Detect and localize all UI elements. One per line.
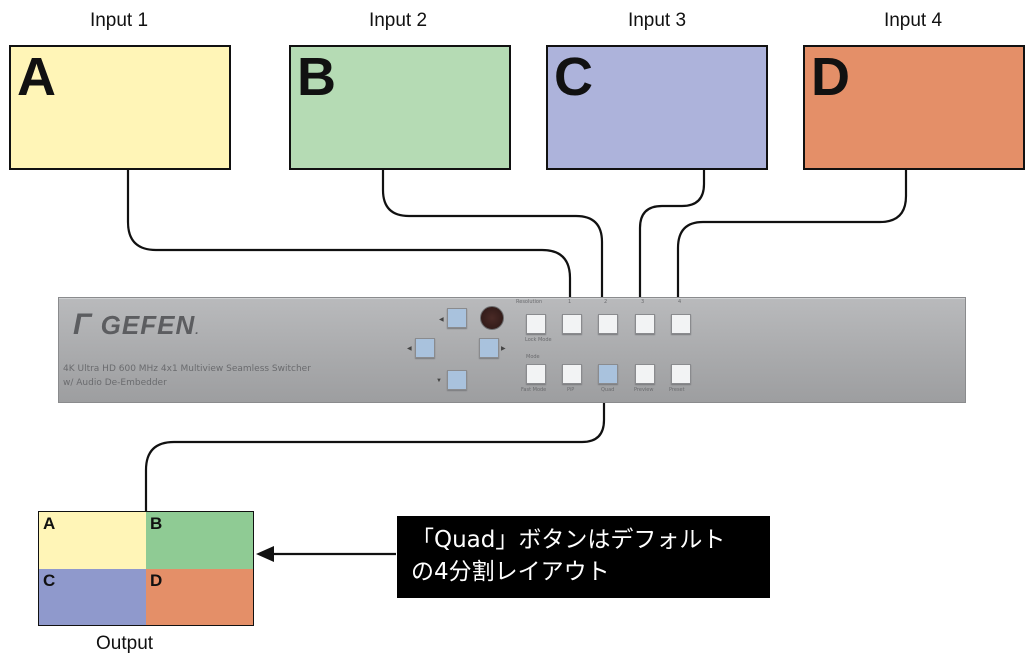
quad-callout: 「Quad」ボタンはデフォルト の4分割レイアウト bbox=[397, 516, 770, 598]
pip-button[interactable] bbox=[562, 364, 582, 384]
resolution-button[interactable] bbox=[526, 314, 546, 334]
preset-button[interactable] bbox=[671, 364, 691, 384]
callout-line-2: の4分割レイアウト bbox=[411, 559, 610, 585]
input-4-letter: D bbox=[811, 47, 850, 107]
wire-output bbox=[144, 403, 606, 512]
nav-right-button[interactable] bbox=[479, 338, 499, 358]
quad-button[interactable] bbox=[598, 364, 618, 384]
quadrant-b-letter: B bbox=[150, 514, 163, 533]
input-4-screen: D bbox=[803, 45, 1025, 170]
output-quadrant-a: A bbox=[39, 512, 146, 569]
output-quad-layout: A B C D bbox=[38, 511, 254, 626]
right-arrow-mark: ▶ bbox=[501, 346, 506, 352]
nav-left-button[interactable] bbox=[415, 338, 435, 358]
preview-button[interactable] bbox=[635, 364, 655, 384]
ir-sensor bbox=[480, 306, 504, 330]
wire-input-4 bbox=[676, 170, 908, 300]
device-description-line2: w/ Audio De-Embedder bbox=[63, 378, 167, 388]
input-3-label: Input 3 bbox=[627, 10, 687, 31]
quadrant-a-letter: A bbox=[43, 514, 56, 533]
input-3-button[interactable] bbox=[635, 314, 655, 334]
left-arrow-mark: ◀ bbox=[407, 346, 412, 352]
input-1-label: Input 1 bbox=[89, 10, 149, 31]
label-input-3: 3 bbox=[641, 299, 645, 305]
input-2-label: Input 2 bbox=[368, 10, 428, 31]
input-4-label: Input 4 bbox=[883, 10, 943, 31]
output-quadrant-b: B bbox=[146, 512, 253, 569]
label-lock-mode: Lock Mode bbox=[525, 337, 552, 343]
fast-mode-button[interactable] bbox=[526, 364, 546, 384]
label-fast-mode: Fast Mode bbox=[521, 387, 547, 393]
callout-arrow bbox=[256, 546, 396, 562]
input-3-screen: C bbox=[546, 45, 768, 170]
wire-input-2 bbox=[381, 170, 604, 300]
quadrant-d-letter: D bbox=[150, 570, 163, 590]
wire-input-1 bbox=[126, 170, 572, 300]
down-arrow-mark: ▼ bbox=[436, 378, 442, 384]
callout-line-1: 「Quad」ボタンはデフォルト bbox=[411, 527, 726, 553]
nav-up-button[interactable] bbox=[447, 308, 467, 328]
up-arrow-mark: ◀ bbox=[439, 317, 444, 323]
label-preset: Preset bbox=[669, 387, 685, 393]
input-3-letter: C bbox=[554, 47, 593, 107]
label-pip: PiP bbox=[567, 387, 575, 393]
input-1-letter: A bbox=[17, 47, 56, 107]
input-2-button[interactable] bbox=[598, 314, 618, 334]
label-input-4: 4 bbox=[678, 299, 682, 305]
switcher-device: Г GEFEN. 4K Ultra HD 600 MHz 4x1 Multivi… bbox=[58, 297, 966, 403]
label-input-1: 1 bbox=[568, 299, 572, 305]
input-1-button[interactable] bbox=[562, 314, 582, 334]
output-label: Output bbox=[96, 633, 154, 654]
input-2-screen: B bbox=[289, 45, 511, 170]
output-quadrant-c: C bbox=[39, 568, 146, 625]
output-quadrant-d: D bbox=[146, 568, 253, 625]
label-input-2: 2 bbox=[604, 299, 608, 305]
quadrant-c-letter: C bbox=[43, 570, 56, 590]
nav-down-button[interactable] bbox=[447, 370, 467, 390]
gefen-logo: Г GEFEN. bbox=[73, 308, 200, 341]
device-description-line1: 4K Ultra HD 600 MHz 4x1 Multiview Seamle… bbox=[63, 364, 311, 374]
input-2-letter: B bbox=[297, 47, 336, 107]
input-4-button[interactable] bbox=[671, 314, 691, 334]
label-mode: Mode bbox=[526, 354, 540, 360]
label-resolution: Resolution bbox=[516, 299, 543, 305]
label-quad: Quad bbox=[601, 387, 615, 393]
wire-input-3 bbox=[638, 170, 706, 300]
input-1-screen: A bbox=[9, 45, 231, 170]
label-preview: Preview bbox=[634, 387, 654, 393]
